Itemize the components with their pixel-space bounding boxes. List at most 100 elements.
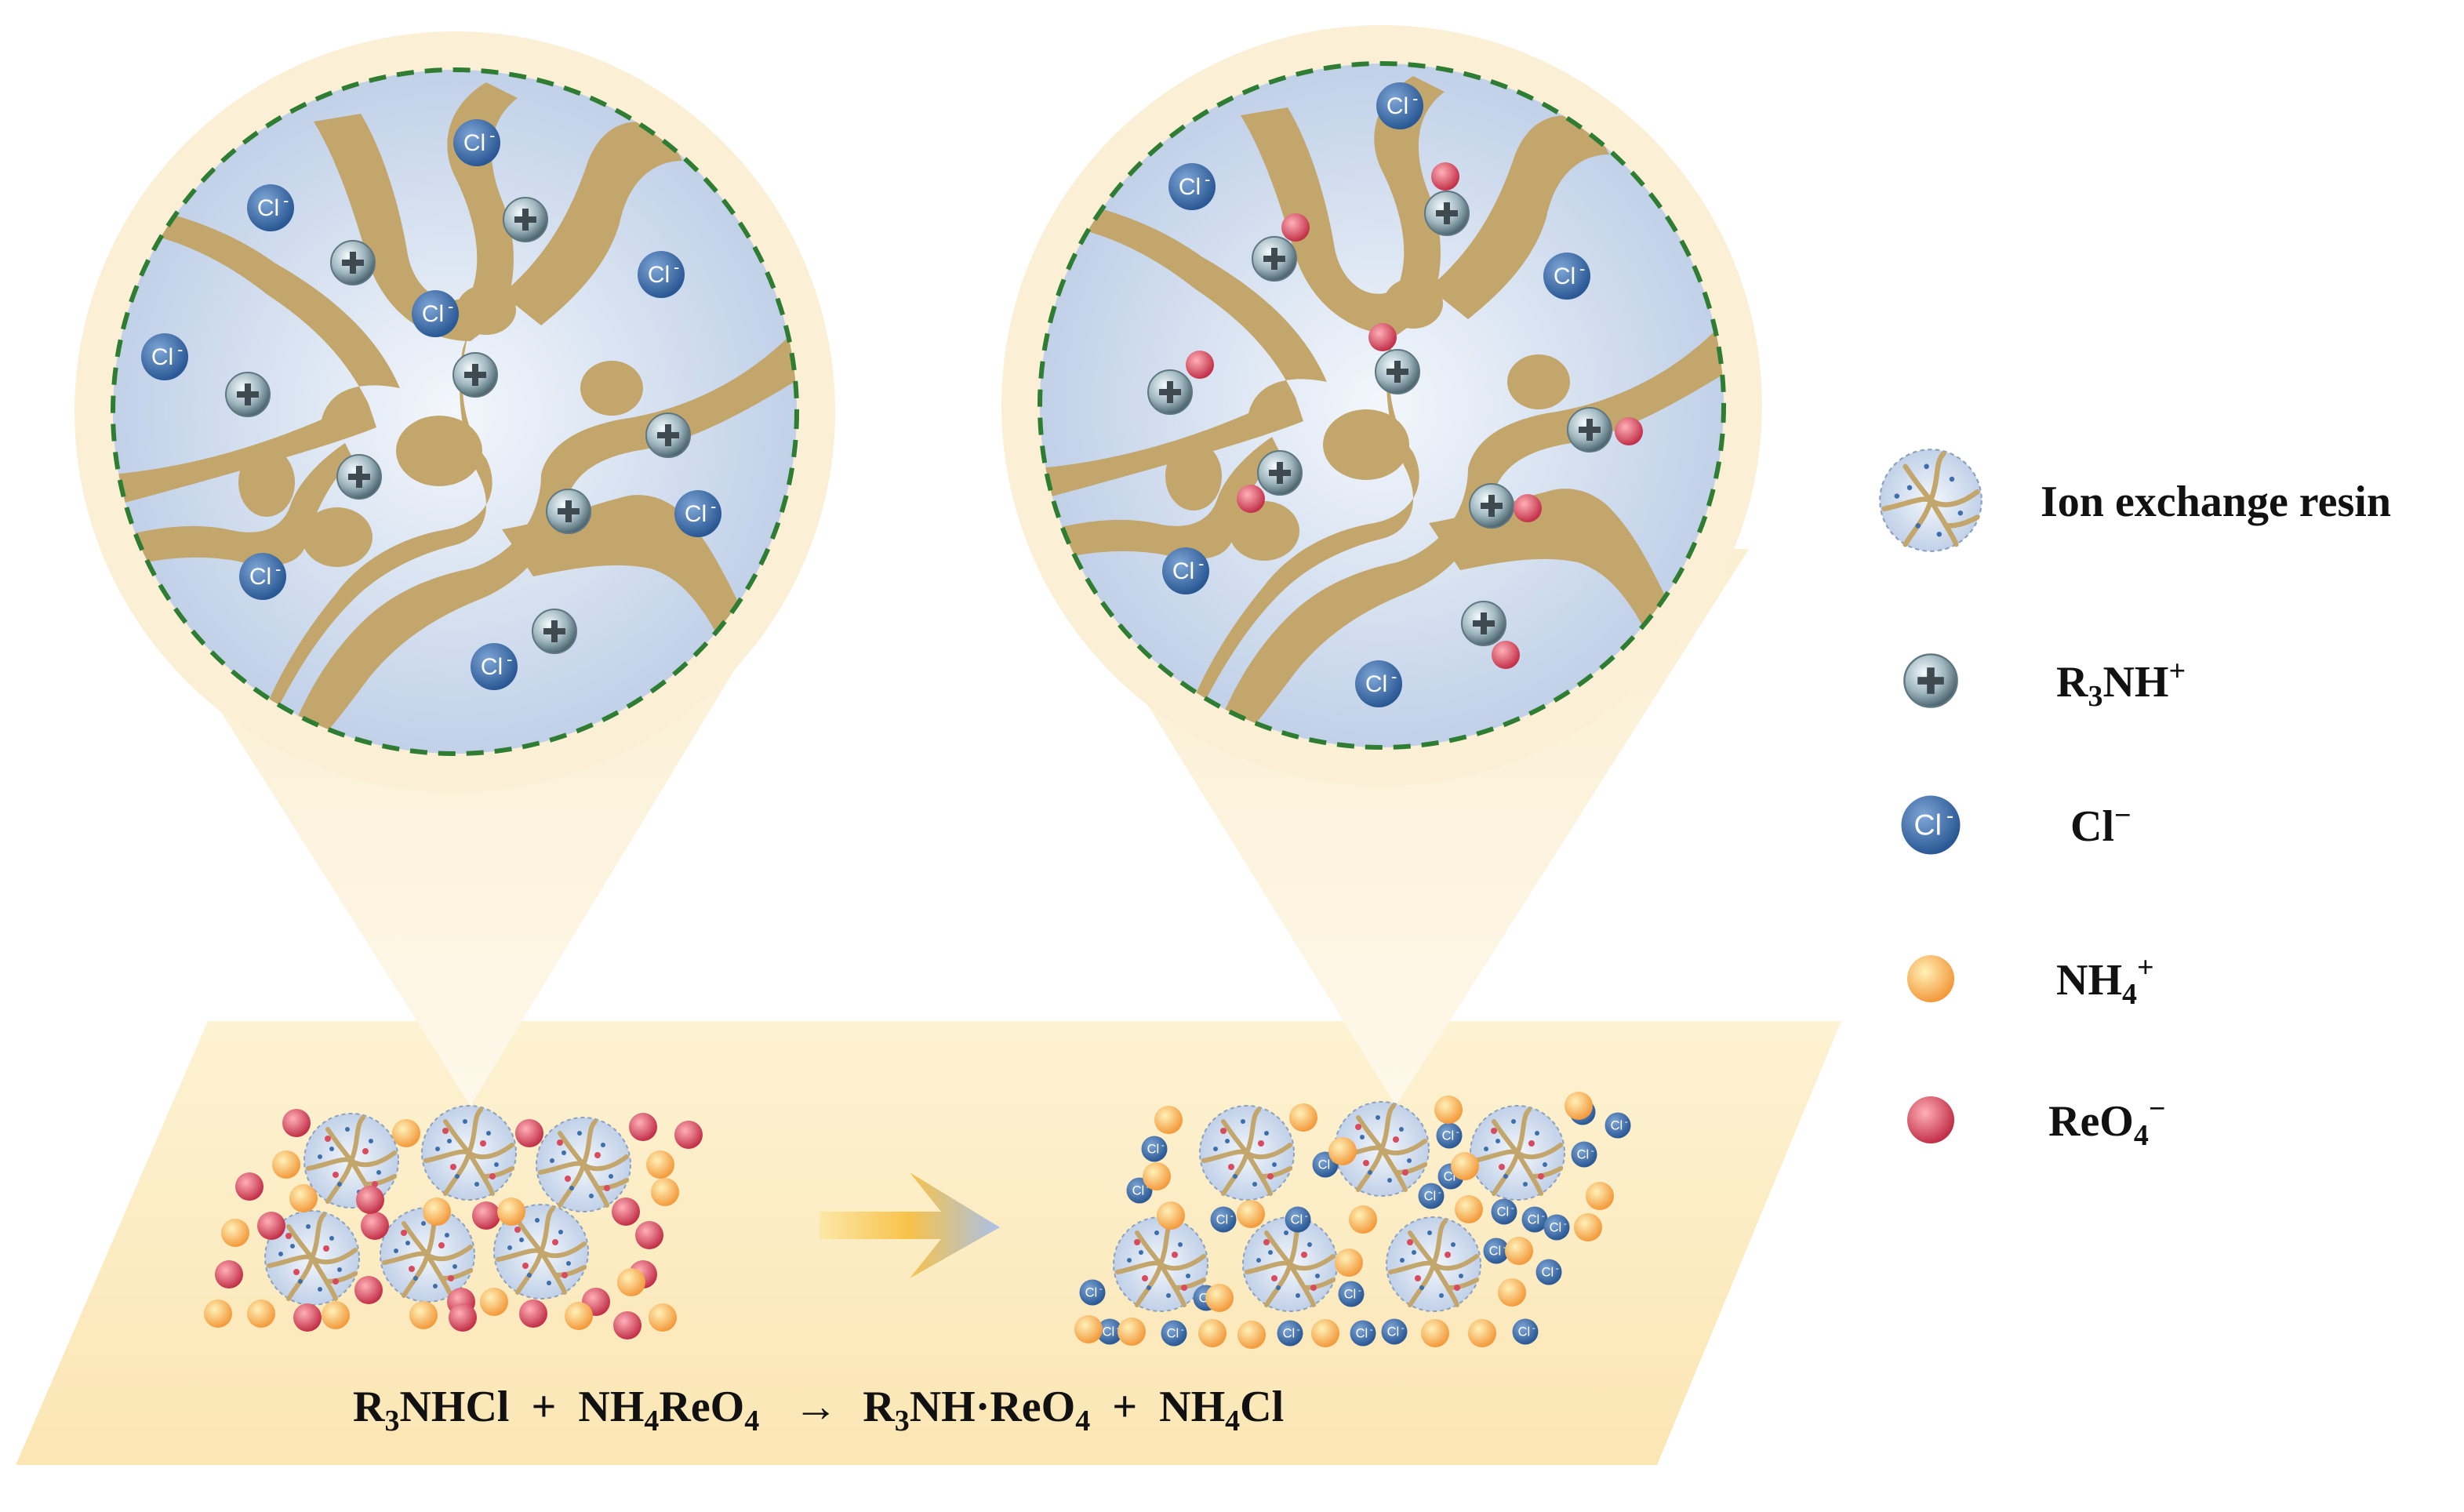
ammonium-ion	[1349, 1205, 1377, 1234]
ammonium-ion	[1505, 1237, 1533, 1265]
chloride-ion	[1381, 1318, 1408, 1345]
chloride-ion	[1436, 1122, 1463, 1149]
left-bead-cluster	[204, 1106, 703, 1339]
perrhenate-ion	[1281, 213, 1310, 242]
perrhenate-ion	[635, 1221, 663, 1249]
legend-chloride-label: Cl−	[2070, 799, 2131, 851]
ammonium-ion	[1237, 1321, 1266, 1349]
ammonium-ion	[221, 1219, 249, 1247]
left-dashed-border	[111, 67, 799, 756]
ammonium-ion	[1455, 1195, 1483, 1223]
chloride-ion	[674, 490, 721, 537]
chloride-ion	[1079, 1279, 1106, 1306]
ammonium-ion	[1434, 1096, 1463, 1124]
chloride-ion	[1512, 1318, 1539, 1345]
legend-ammonium-icon	[1907, 955, 1954, 1002]
chloride-ion	[1418, 1183, 1445, 1209]
ammonium-ion	[247, 1299, 275, 1328]
ammonium-ion	[1205, 1284, 1234, 1312]
chloride-ion	[1277, 1320, 1303, 1347]
ammonium-ion	[651, 1178, 679, 1206]
perrhenate-ion	[356, 1186, 384, 1214]
ammonium-ion	[1154, 1106, 1183, 1134]
left-zoom	[75, 31, 835, 1106]
ammonium-ion	[1289, 1103, 1317, 1132]
right-dashed-border	[1038, 61, 1726, 750]
ammonium-ion	[1586, 1182, 1614, 1210]
cation-site	[1147, 369, 1193, 415]
perrhenate-ion	[612, 1198, 640, 1226]
chloride-ion	[1355, 660, 1402, 707]
ammonium-ion	[1328, 1137, 1357, 1165]
cation-site	[1424, 191, 1470, 236]
cation-site	[1461, 601, 1506, 646]
legend-cation-label: R3NH+	[2056, 655, 2186, 713]
ammonium-ion	[1421, 1319, 1449, 1347]
cation-site	[503, 197, 548, 242]
perrhenate-ion	[515, 1119, 543, 1147]
cation-site	[330, 240, 376, 285]
ammonium-ion	[1143, 1162, 1171, 1190]
perrhenate-ion	[449, 1303, 477, 1332]
resin-bead	[1386, 1217, 1481, 1311]
perrhenate-ion	[361, 1212, 389, 1240]
cation-site	[1469, 483, 1514, 529]
perrhenate-ion	[1237, 485, 1265, 513]
perrhenate-ion	[1186, 351, 1214, 379]
perrhenate-ion	[1492, 641, 1520, 669]
perrhenate-ion	[215, 1260, 243, 1288]
perrhenate-ion	[629, 1113, 657, 1141]
chloride-ion	[453, 119, 500, 166]
ammonium-ion	[480, 1288, 508, 1316]
perrhenate-ion	[472, 1201, 500, 1230]
ammonium-ion	[1198, 1319, 1227, 1347]
ammonium-ion	[272, 1150, 300, 1179]
cation-site	[1567, 407, 1612, 453]
perrhenate-ion	[282, 1109, 311, 1137]
chloride-ion	[1376, 82, 1423, 129]
chloride-ion	[1543, 1214, 1570, 1241]
perrhenate-ion	[1615, 417, 1643, 445]
chloride-ion	[1162, 547, 1209, 594]
perrhenate-ion	[1368, 323, 1397, 351]
cation-site	[1252, 236, 1297, 282]
perrhenate-ion	[354, 1276, 383, 1304]
chloride-ion	[1535, 1259, 1562, 1285]
perrhenate-ion	[674, 1121, 703, 1149]
chloride-ion	[1210, 1206, 1237, 1233]
cation-site	[1257, 450, 1303, 496]
cation-site	[645, 413, 691, 458]
chloride-ion	[141, 333, 188, 380]
chloride-ion	[1285, 1206, 1311, 1233]
ammonium-ion	[204, 1299, 232, 1328]
cation-site	[452, 352, 498, 398]
right-bead-cluster	[1074, 1092, 1631, 1349]
legend: Ion exchange resin R3NH+ Cl− NH4+ ReO4−	[1880, 449, 2391, 1152]
right-zoom	[1001, 25, 1762, 1106]
chloride-ion	[1168, 163, 1216, 210]
chloride-ion	[638, 251, 685, 298]
chloride-ion	[1338, 1281, 1365, 1307]
cation-site	[1375, 349, 1420, 394]
perrhenate-ion	[519, 1299, 547, 1328]
ammonium-ion	[565, 1302, 593, 1330]
ammonium-ion	[1118, 1318, 1146, 1346]
resin-bead	[304, 1114, 398, 1208]
ammonium-ion	[1311, 1319, 1339, 1347]
ammonium-ion	[409, 1301, 438, 1329]
ammonium-ion	[1498, 1278, 1526, 1307]
chloride-ion	[247, 184, 294, 231]
ammonium-ion	[289, 1184, 318, 1212]
right-zoom-ions	[1147, 82, 1643, 707]
resin-bead	[1470, 1106, 1565, 1200]
resin-bead	[1243, 1217, 1337, 1311]
ammonium-ion	[646, 1150, 674, 1179]
right-resin-circle	[1040, 64, 1724, 747]
ammonium-ion	[617, 1268, 645, 1296]
ammonium-ion	[423, 1198, 451, 1226]
legend-perrhenate-icon	[1907, 1096, 1954, 1143]
resin-bead	[1200, 1106, 1294, 1200]
ammonium-ion	[1574, 1213, 1602, 1241]
process-arrow	[820, 1172, 1000, 1278]
